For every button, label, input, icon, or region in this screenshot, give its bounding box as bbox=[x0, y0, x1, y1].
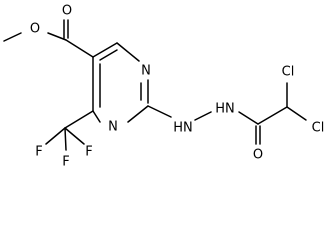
bonds bbox=[3, 19, 307, 151]
bond-amide-c-chcl2 bbox=[257, 106, 288, 125]
atom-o-ester-carbonyl: O bbox=[62, 4, 72, 19]
atom-nh-2: HN bbox=[215, 102, 235, 117]
bond-ring-n3-c4 bbox=[92, 110, 101, 123]
bond-c4-cf3 bbox=[64, 110, 94, 129]
bond-ring-c5-c6-inner bbox=[99, 49, 118, 61]
bond-cf3-f-left bbox=[45, 127, 66, 145]
atom-nh-1: HN bbox=[173, 121, 193, 136]
atom-o-ester-single: O bbox=[30, 22, 40, 37]
atom-o-amide: O bbox=[253, 148, 263, 163]
bond-cf3-f-right bbox=[64, 127, 85, 145]
atom-f-right: F bbox=[85, 145, 92, 160]
bond-ring-c2-n3 bbox=[127, 105, 149, 123]
chemical-structure-diagram: O O N N HN HN Cl Cl O F F F bbox=[3, 4, 324, 170]
bond-cf3-f-bottom bbox=[64, 127, 67, 151]
atom-cl-top: Cl bbox=[282, 65, 295, 80]
atom-n-ring-top: N bbox=[141, 64, 151, 79]
bond-carbonyl-c-ring bbox=[65, 39, 94, 58]
bond-c2-nh bbox=[147, 105, 172, 118]
atom-labels: O O N N HN HN Cl Cl O F F F bbox=[30, 4, 324, 170]
bond-methyl-o bbox=[3, 32, 22, 42]
atom-n-ring-bottom: N bbox=[108, 120, 118, 135]
atom-f-left: F bbox=[35, 145, 42, 160]
bond-nh-amide-c bbox=[238, 111, 259, 125]
bond-ring-c5-c6 bbox=[92, 42, 118, 58]
bond-o-carbonyl-c bbox=[47, 32, 67, 41]
bond-nh-nh bbox=[194, 111, 212, 121]
bond-chcl2-cl-right bbox=[286, 106, 307, 121]
atom-cl-right: Cl bbox=[312, 121, 325, 136]
bond-ring-c6-n1 bbox=[116, 42, 140, 62]
atom-f-bottom: F bbox=[62, 155, 69, 170]
